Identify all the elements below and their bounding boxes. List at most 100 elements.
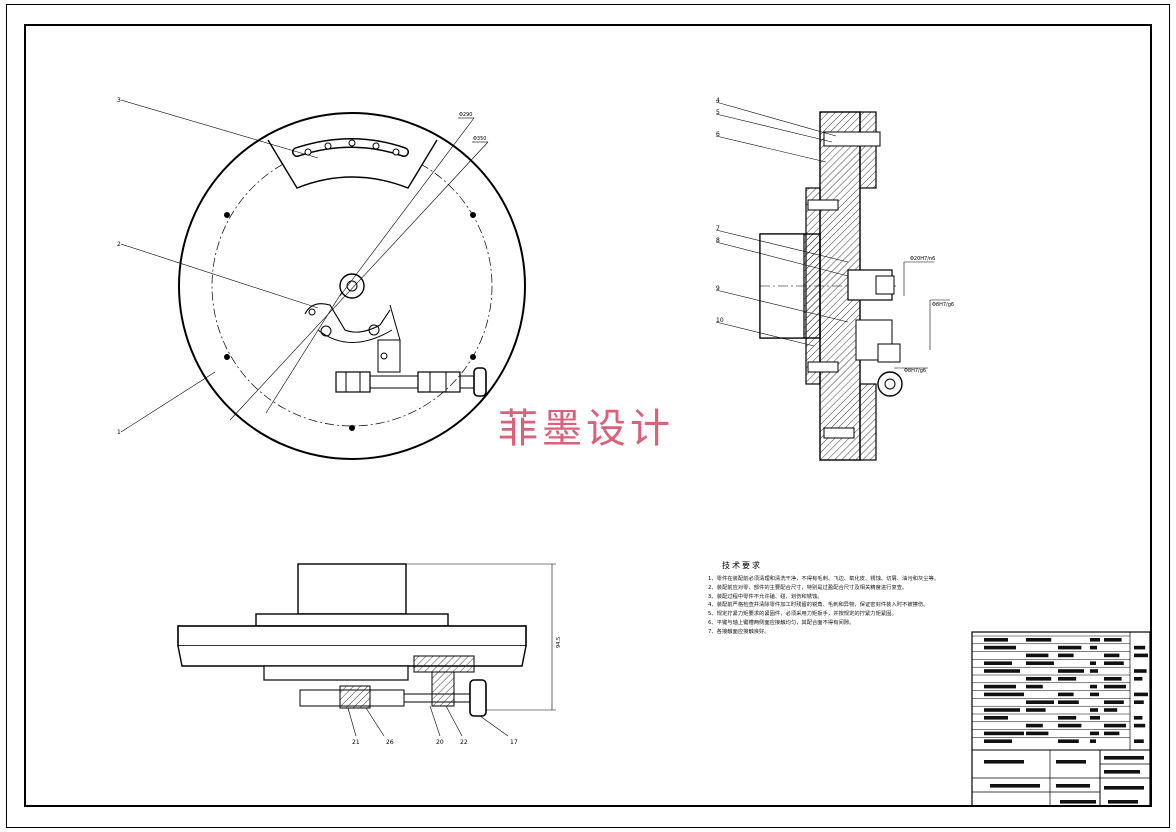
- leader-9: [715, 289, 849, 323]
- lead-screw: [369, 375, 419, 389]
- bom-cell: [984, 739, 1012, 743]
- part-label: 10: [716, 317, 724, 324]
- title-block-cell: [1056, 784, 1090, 788]
- hub-step: [255, 613, 449, 627]
- slot-hole: [304, 148, 312, 156]
- leader-2: [120, 243, 319, 309]
- bom-cell: [1090, 739, 1096, 743]
- fit-label: Φ8H7/g6: [904, 368, 926, 374]
- part-label: 1: [117, 429, 121, 436]
- clamp-linkage: [304, 303, 391, 333]
- bolt-circle: [211, 145, 493, 427]
- disc-outer-circle: [178, 112, 526, 460]
- leader-5: [715, 113, 833, 143]
- bom-cell: [1134, 700, 1144, 704]
- bom-cell: [1058, 669, 1084, 673]
- bom-cell: [1090, 661, 1096, 665]
- bom-cell: [1090, 684, 1097, 689]
- bom-cell: [1026, 731, 1049, 736]
- bom-cell: [1090, 669, 1098, 673]
- center-hub: [339, 273, 365, 299]
- part-label: 6: [716, 131, 720, 138]
- bom-cell: [1058, 739, 1079, 743]
- bom-cell: [984, 669, 1020, 673]
- bom-cell: [1090, 692, 1099, 697]
- bom-cell: [1134, 716, 1143, 720]
- leader-1: [120, 371, 216, 433]
- part-label: 3: [117, 97, 121, 104]
- bom-cell: [1104, 638, 1122, 642]
- bom-cell: [1090, 716, 1100, 720]
- bom-cell: [1058, 700, 1079, 704]
- bom-cell: [1090, 708, 1098, 712]
- part-label: 4: [716, 97, 720, 104]
- title-block-cell: [1060, 800, 1096, 804]
- nut-block: [335, 371, 371, 393]
- bolt: [823, 131, 881, 147]
- side-view-labels: 21 26 20 22 17 94.5: [352, 637, 562, 746]
- bom-cell: [1104, 677, 1122, 681]
- bom-cell: [1104, 731, 1120, 736]
- bom-cell: [984, 638, 1008, 642]
- bom-cell: [1026, 700, 1054, 704]
- bom-cell: [1090, 645, 1097, 650]
- front-view-labels: 3 2 1 Φ290 Φ350: [117, 97, 486, 436]
- bom-cell: [1104, 684, 1126, 689]
- clamp-block-section: [413, 655, 475, 673]
- slot-hole: [372, 142, 380, 150]
- leader-10: [715, 321, 815, 347]
- tech-req-item: 5、规定拧紧力矩要求的紧固件，必须采用力矩扳手，并按规定的拧紧力矩紧固。: [708, 611, 897, 618]
- title-block-cell: [990, 784, 1040, 788]
- tech-req-title: 技术要求: [722, 561, 762, 570]
- linkage-pin: [308, 308, 316, 316]
- sheet-outer-border: [6, 4, 1170, 828]
- bom-cell: [1134, 653, 1148, 658]
- part-label: 7: [716, 225, 720, 232]
- title-block: [971, 631, 1151, 807]
- base-step: [263, 665, 409, 681]
- bolt-hole: [470, 354, 476, 360]
- bom-cell: [1058, 645, 1082, 650]
- handwheel: [473, 367, 487, 397]
- bom-cell: [1104, 653, 1120, 658]
- leader-d290: [339, 117, 475, 297]
- title-block-cell: [984, 760, 1024, 764]
- title-block-cell: [1056, 760, 1086, 764]
- bolt: [823, 427, 855, 439]
- bom-cell: [1058, 723, 1082, 728]
- bom-cell: [1026, 708, 1046, 712]
- tech-req-item: 4、装配前严格检查并清除零件加工时残留的锐角、毛刺和异物，保证密封件装入时不被擦…: [708, 602, 929, 609]
- bom-cell: [1104, 723, 1126, 728]
- dimension-label: Φ350: [473, 136, 486, 142]
- bom-cell: [1026, 661, 1054, 665]
- part-label: 20: [436, 739, 444, 746]
- part-label: 8: [716, 237, 720, 244]
- lower-flange: [859, 383, 877, 461]
- title-block-cell: [1104, 770, 1140, 774]
- bolt-hole: [224, 212, 230, 218]
- leader-3: [120, 99, 319, 159]
- bom-cell: [1090, 731, 1099, 736]
- tech-req-item: 3、装配过程中零件不允许磕、碰、划伤和锈蚀。: [708, 593, 823, 600]
- leader-4: [715, 101, 837, 137]
- bom-cell: [1026, 677, 1052, 681]
- bom-cell: [1104, 661, 1124, 665]
- part-label: 26: [386, 739, 394, 746]
- linkage-pin: [368, 324, 380, 336]
- title-block-cell: [1104, 786, 1144, 790]
- slot-hole: [324, 142, 332, 150]
- leader-6: [715, 135, 827, 163]
- side-view: [177, 563, 556, 737]
- leader-7: [715, 229, 849, 263]
- bom-cell: [984, 692, 1024, 697]
- fit-label: Φ20H7/n6: [910, 256, 935, 262]
- bom-cell: [1058, 677, 1077, 681]
- bolt-hole: [470, 212, 476, 218]
- bom-cell: [1058, 653, 1074, 658]
- part-label: 9: [716, 285, 720, 292]
- part-label: 21: [352, 739, 360, 746]
- linkage-arc: [317, 329, 393, 343]
- bom-cell: [1134, 677, 1143, 681]
- leader-8: [715, 241, 849, 277]
